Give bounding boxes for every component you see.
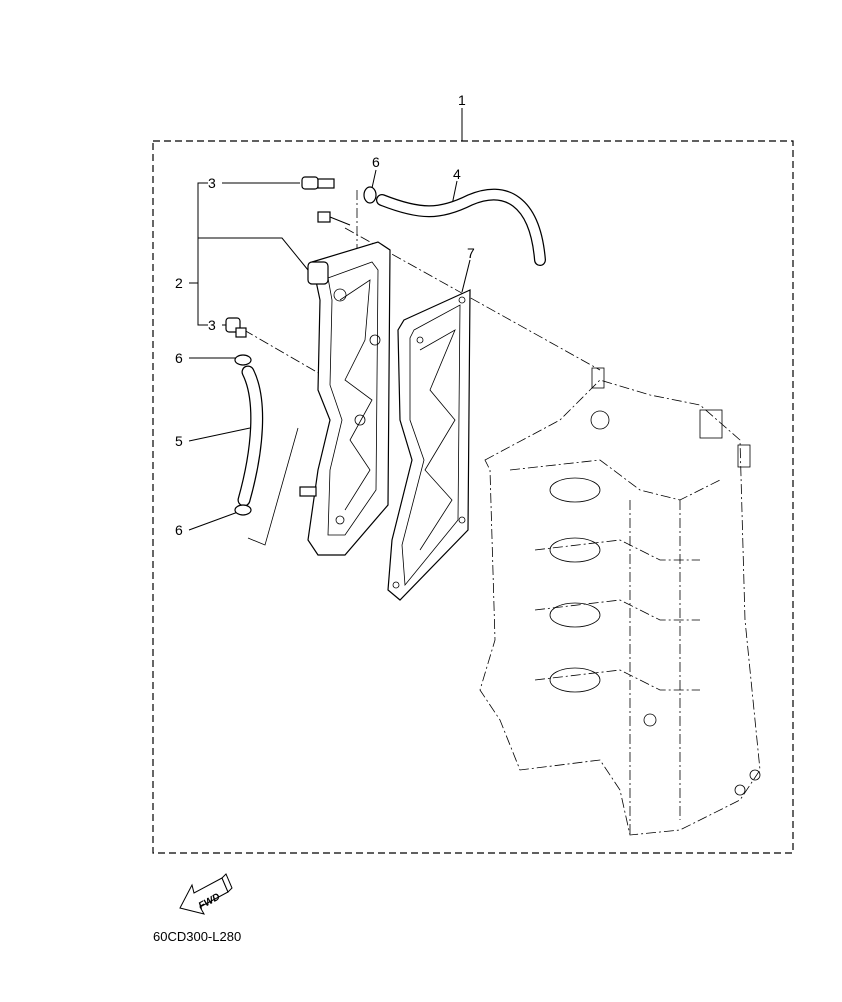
- callout-1: 1: [458, 92, 466, 108]
- drawing-code: 60CD300-L280: [153, 929, 241, 944]
- assembly-frame: [152, 140, 794, 854]
- callout-6-middle: 6: [175, 350, 183, 366]
- clamp-6-top: [363, 186, 377, 204]
- fitting-3-lower: [225, 317, 247, 338]
- leader-lines: [188, 108, 601, 546]
- bolt: [317, 211, 351, 226]
- fitting-3-upper: [301, 176, 335, 190]
- hose-4: [376, 188, 546, 266]
- callout-labels: 1 2 3 3 4 5 6 6 6 7: [175, 92, 475, 538]
- callout-5: 5: [175, 433, 183, 449]
- clamp-6-bottom: [234, 504, 252, 516]
- forward-direction-arrow: FWD: [179, 873, 233, 915]
- gasket-7: [387, 289, 471, 601]
- clamp-6-middle: [234, 354, 252, 366]
- callout-7: 7: [467, 245, 475, 261]
- cylinder-block: [479, 367, 761, 836]
- hose-5: [237, 365, 264, 507]
- callout-6-top: 6: [372, 154, 380, 170]
- exhaust-cover-2: [299, 241, 391, 556]
- callout-2: 2: [175, 275, 183, 291]
- callout-6-bottom: 6: [175, 522, 183, 538]
- callout-4: 4: [453, 166, 461, 182]
- callout-3-lower: 3: [208, 317, 216, 333]
- callout-3-upper: 3: [208, 175, 216, 191]
